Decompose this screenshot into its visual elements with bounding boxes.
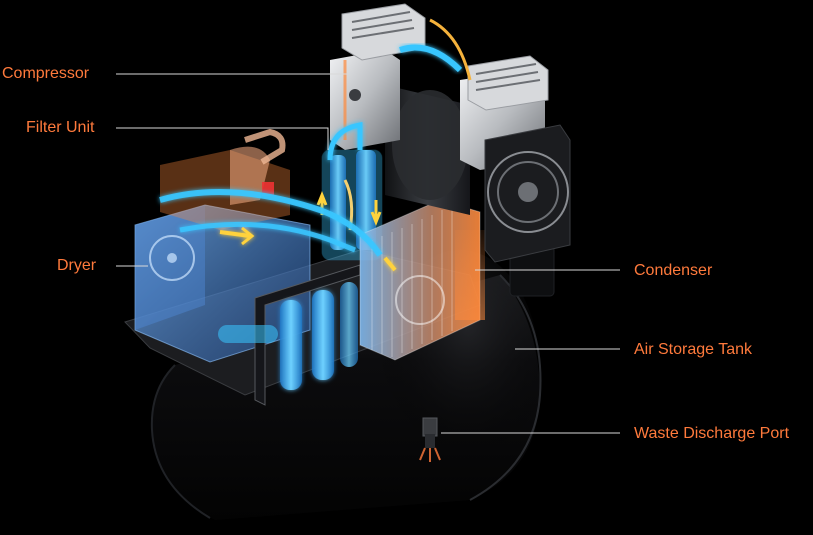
label-condenser: Condenser: [634, 262, 713, 279]
compressor-graphic: [330, 3, 571, 263]
front-filter-canisters: [218, 264, 361, 406]
air-flow-pipes: [159, 122, 397, 272]
label-air-storage-tank: Air Storage Tank: [634, 341, 752, 358]
label-filter-unit: Filter Unit: [26, 119, 95, 136]
label-compressor: Compressor: [2, 65, 90, 82]
label-waste-discharge-port: Waste Discharge Port: [634, 425, 790, 442]
leader-lines: [116, 73, 620, 434]
leader-line-filter-unit: [116, 127, 329, 150]
waste-discharge-port-graphic: [419, 417, 441, 462]
dryer-graphic: [134, 128, 311, 363]
label-dryer: Dryer: [57, 257, 97, 274]
